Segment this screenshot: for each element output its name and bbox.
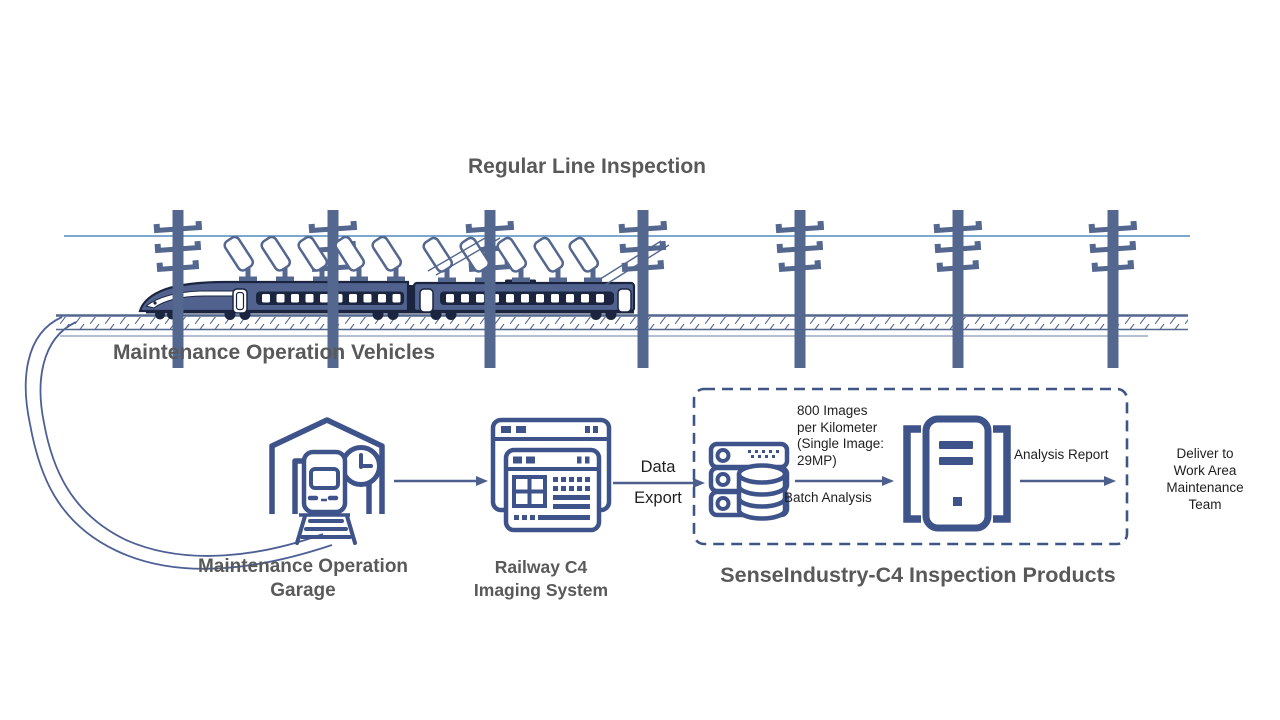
branch-track-curve: [24, 316, 333, 570]
roof-camera-panel: [295, 233, 333, 283]
database-icon: [736, 463, 788, 521]
analysis-server-icon: [903, 415, 1011, 532]
vehicles-label: Maintenance Operation Vehicles: [112, 341, 436, 364]
roof-camera-panel: [221, 233, 259, 283]
catenary-pole: [1088, 210, 1138, 368]
catenary-pole: [775, 210, 825, 368]
imaging-system-icon: [490, 417, 612, 533]
server-storage-icon: [708, 441, 790, 521]
roof-camera-panels: [221, 233, 604, 284]
imaging-system-label: Railway C4 Imaging System: [473, 557, 609, 600]
arrow-garage-to-imaging: [394, 476, 488, 486]
clock-icon: [340, 445, 382, 487]
garage-label: Maintenance Operation Garage: [197, 556, 409, 601]
railway-track: [56, 314, 1188, 337]
arrow-batch-analysis: [795, 476, 894, 486]
arrow-data-export: [613, 478, 705, 488]
dashed-products-box: [692, 387, 1129, 546]
train-front-icon: [299, 449, 350, 517]
products-label: SenseIndustry-C4 Inspection Products: [720, 563, 1116, 587]
roof-camera-panel: [332, 233, 370, 283]
main-title: Regular Line Inspection: [467, 155, 707, 178]
roof-camera-panel: [420, 234, 458, 284]
garage-track-icon: [295, 514, 357, 545]
roof-camera-panel: [258, 233, 296, 283]
roof-camera-panel: [531, 234, 569, 284]
garage-icon: [269, 417, 385, 545]
images-per-km-note: 800 Images per Kilometer (Single Image: …: [797, 403, 885, 468]
roof-camera-panel: [566, 234, 604, 284]
roof-camera-panel: [494, 234, 532, 284]
catenary-pole: [933, 210, 983, 368]
train-illustration: [138, 279, 636, 320]
batch-analysis-label: Batch Analysis: [784, 490, 872, 505]
data-label: Data: [640, 458, 676, 476]
export-label: Export: [634, 489, 682, 507]
analysis-report-label: Analysis Report: [1014, 447, 1109, 462]
deliver-note: Deliver to Work Area Maintenance Team: [1166, 446, 1244, 512]
arrow-analysis-report: [1020, 476, 1116, 486]
roof-camera-panel: [369, 233, 407, 283]
pantograph-lines: [427, 233, 670, 286]
